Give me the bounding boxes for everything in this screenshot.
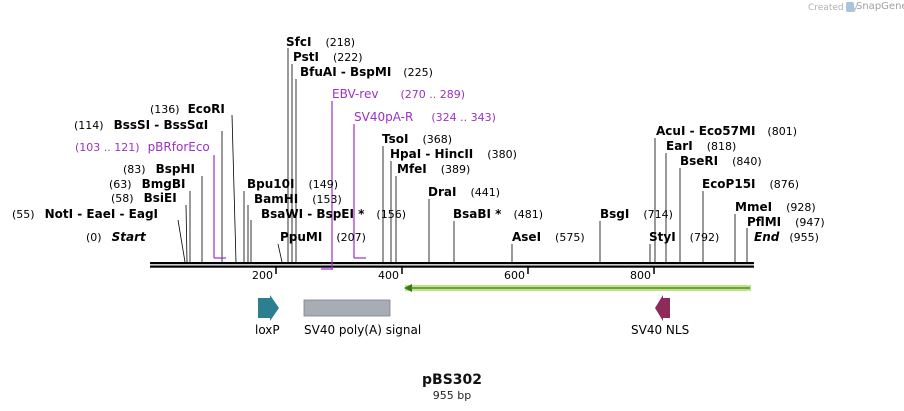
enzyme-leader-lines (177, 48, 748, 263)
enzyme-label: AcuI - Eco57MI(801) (656, 124, 797, 138)
snapgene-logo-icon (846, 2, 854, 12)
enzyme-label: EarI(818) (666, 139, 736, 153)
credit-brand: SnapGene (856, 1, 904, 12)
enzyme-label: MmeI(928) (735, 200, 816, 214)
plasmid-name: pBS302 (422, 372, 482, 388)
enzyme-label: (0)Start (86, 230, 147, 244)
enzyme-label: SfcI(218) (286, 35, 355, 49)
enzyme-label: PflMI(947) (747, 215, 825, 229)
enzyme-label: PpuMI(207) (280, 230, 366, 244)
enzyme-label: TsoI(368) (382, 132, 452, 146)
enzyme-label: Bpu10I(149) (247, 177, 338, 191)
enzyme-label: BamHI(153) (254, 192, 342, 206)
enzyme-label: (58)BsiEI (111, 191, 177, 205)
enzyme-label: BseRI(840) (680, 154, 762, 168)
backbone-line-bottom (150, 265, 754, 268)
enzyme-label: (114)BssSI - BssSαI (74, 118, 208, 132)
enzyme-label: BsaWI - BspEI *(156) (261, 207, 406, 221)
enzyme-label: StyI(792) (649, 230, 719, 244)
enzyme-label: BsgI(714) (600, 207, 673, 221)
feature-label: SV40 poly(A) signal (304, 323, 421, 337)
enzyme-label: (63)BmgBI (109, 177, 185, 191)
plasmid-length: 955 bp (432, 389, 472, 402)
feature-label: loxP (255, 323, 280, 337)
feature-label: SV40 NLS (631, 323, 689, 337)
credit-label: Created by (808, 3, 858, 13)
enzyme-label: (136)EcoRI (150, 102, 225, 116)
primer-label: (103 .. 121)pBRforEco (75, 140, 210, 154)
enzyme-label: End(955) (754, 230, 819, 244)
enzyme-label: EcoP15I(876) (702, 177, 799, 191)
enzyme-label: BfuAI - BspMI(225) (300, 65, 433, 79)
ruler-label: 200 (252, 269, 273, 282)
enzyme-label: HpaI - HincII(380) (390, 147, 517, 161)
enzyme-label: DraI(441) (428, 185, 500, 199)
enzyme-label: AseI(575) (512, 230, 585, 244)
loxp-feature-arrow (258, 295, 279, 321)
enzyme-label: PstI(222) (293, 50, 363, 64)
sv40-nls-feature-arrow (655, 295, 670, 321)
enzyme-label: (55)NotI - EaeI - EagI (12, 207, 158, 221)
primer-label: EBV-rev(270 .. 289) (332, 87, 465, 101)
orf-arrow-head (404, 284, 412, 292)
sv40-polya-feature-box (303, 299, 391, 317)
backbone-line-top (150, 262, 754, 265)
ruler-label: 800 (630, 269, 651, 282)
primer-label: SV40pA-R(324 .. 343) (354, 110, 496, 124)
ruler-label: 600 (504, 269, 525, 282)
enzyme-label: (83)BspHI (123, 162, 195, 176)
ruler-label: 400 (378, 269, 399, 282)
primer-marks (213, 101, 366, 270)
enzyme-label: MfeI(389) (397, 162, 470, 176)
enzyme-label: BsaBI *(481) (453, 207, 543, 221)
